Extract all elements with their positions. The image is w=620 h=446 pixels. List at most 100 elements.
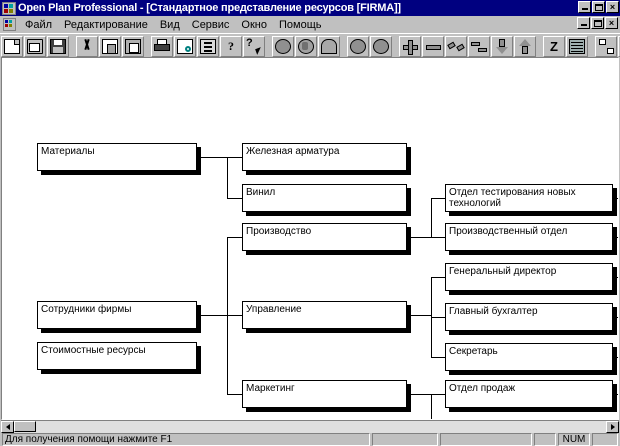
diagram-node-gl-buhgalter[interactable]: Главный бухгалтер	[445, 303, 613, 331]
connector	[201, 157, 227, 158]
diagram-node-label: Материалы	[41, 146, 95, 157]
title-bar: Open Plan Professional - [Стандартное пр…	[0, 0, 620, 16]
mdi-close-button[interactable]: ×	[605, 17, 618, 29]
diagram-node-sekretar[interactable]: Секретарь	[445, 343, 613, 371]
resource-dome-icon	[321, 38, 337, 54]
toolbar-button-help[interactable]: ?	[220, 35, 242, 57]
toolbar-button-add-plus[interactable]	[399, 35, 421, 57]
step-icon	[471, 39, 487, 54]
diagram-node-otdel-prod[interactable]: Отдел продаж	[445, 380, 613, 408]
connector	[617, 198, 618, 199]
connector	[431, 277, 445, 278]
window-title: Open Plan Professional - [Стандартное пр…	[18, 2, 401, 14]
connector	[617, 394, 618, 395]
toolbar-button-open-folder[interactable]	[24, 35, 46, 57]
menu-item-window[interactable]: Окно	[241, 18, 267, 31]
diagram-node-label: Производство	[246, 226, 312, 237]
diagram-node-otdel-test[interactable]: Отдел тестирования новых технологий	[445, 184, 613, 212]
status-bar: Для получения помощи нажмите F1 NUM	[0, 433, 620, 446]
diagram-node-zhel-arm[interactable]: Железная арматура	[242, 143, 407, 171]
toolbar-button-properties[interactable]	[197, 35, 219, 57]
restore-button[interactable]	[592, 1, 605, 13]
diagram-node-sotrudniki[interactable]: Сотрудники фирмы	[37, 301, 197, 329]
minimize-button[interactable]	[578, 1, 591, 13]
diagram-node-label: Производственный отдел	[449, 226, 568, 237]
toolbar-separator	[392, 36, 398, 56]
toolbar-button-zigzag[interactable]: Z	[543, 35, 565, 57]
diagram-node-proizv-otdel[interactable]: Производственный отдел	[445, 223, 613, 251]
toolbar-button-print-preview[interactable]	[174, 35, 196, 57]
toolbar-button-move-down[interactable]	[491, 35, 513, 57]
scroll-left-arrow-icon[interactable]	[1, 421, 14, 433]
diagram-node-label: Секретарь	[449, 346, 498, 357]
document-icon[interactable]	[3, 18, 16, 31]
connector	[431, 237, 445, 238]
mdi-restore-button[interactable]	[591, 17, 604, 29]
table-grid-icon	[569, 38, 585, 54]
connector	[411, 237, 431, 238]
toolbar-button-paste[interactable]	[122, 35, 144, 57]
diagram-node-marketing[interactable]: Маркетинг	[242, 380, 407, 408]
scrollbar-track[interactable]	[14, 421, 606, 433]
toolbar-separator	[265, 36, 271, 56]
diagram-node-label: Сотрудники фирмы	[41, 304, 132, 315]
diagram-node-vinil[interactable]: Винил	[242, 184, 407, 212]
toolbar-separator	[536, 36, 542, 56]
toolbar-button-remove-minus[interactable]	[422, 35, 444, 57]
scrollbar-thumb[interactable]	[14, 421, 36, 432]
toolbar-button-context-help[interactable]	[243, 35, 265, 57]
toolbar-button-resource-filled[interactable]	[347, 35, 369, 57]
app-icon	[2, 2, 16, 15]
toolbar-button-org-chart[interactable]	[595, 35, 617, 57]
toolbar-button-save-disk[interactable]	[47, 35, 69, 57]
toolbar-button-new-document[interactable]	[1, 35, 23, 57]
toolbar-button-table-grid[interactable]	[566, 35, 588, 57]
menu-item-edit[interactable]: Редактирование	[64, 18, 148, 31]
connector	[201, 315, 227, 316]
toolbar-button-print[interactable]	[151, 35, 173, 57]
menu-item-file[interactable]: Файл	[25, 18, 53, 31]
connector	[431, 198, 432, 237]
toolbar-button-move-up[interactable]	[514, 35, 536, 57]
diagram-node-upravlenie[interactable]: Управление	[242, 301, 407, 329]
scroll-right-arrow-icon[interactable]	[606, 421, 619, 433]
connector	[227, 394, 242, 395]
connector	[617, 277, 618, 278]
toolbar-button-resource-person[interactable]	[295, 35, 317, 57]
toolbar-button-resource-dome[interactable]	[318, 35, 340, 57]
move-up-icon	[517, 38, 533, 54]
toolbar-button-copy[interactable]	[99, 35, 121, 57]
toolbar-button-resource-filled2[interactable]	[370, 35, 392, 57]
toolbar-button-resource-circle[interactable]	[272, 35, 294, 57]
move-down-icon	[494, 38, 510, 54]
menu-item-help[interactable]: Помощь	[278, 18, 322, 31]
menu-item-view[interactable]: Вид	[159, 18, 180, 31]
diagram-node-gen-director[interactable]: Генеральный директор	[445, 263, 613, 291]
org-chart-icon	[598, 38, 614, 54]
status-pane-2	[440, 433, 532, 446]
diagram-node-label: Главный бухгалтер	[449, 306, 538, 317]
toolbar-button-link[interactable]	[445, 35, 467, 57]
toolbar-button-resize-window[interactable]	[618, 35, 620, 57]
mdi-minimize-button[interactable]	[577, 17, 590, 29]
diagram-node-label: Генеральный директор	[449, 266, 557, 277]
toolbar-button-cut-scissors[interactable]	[76, 35, 98, 57]
menu-item-tools[interactable]: Сервис	[191, 18, 230, 31]
diagram-node-materialy[interactable]: Материалы	[37, 143, 197, 171]
zigzag-icon: Z	[550, 38, 558, 54]
connector	[431, 394, 432, 419]
status-num-indicator: NUM	[558, 433, 590, 446]
connector	[227, 198, 242, 199]
status-pane-3	[534, 433, 556, 446]
toolbar-button-step[interactable]	[468, 35, 490, 57]
paste-icon	[125, 38, 141, 54]
toolbar-separator	[340, 36, 346, 56]
mdi-child-buttons: ×	[577, 17, 618, 29]
horizontal-scrollbar[interactable]	[1, 420, 619, 433]
diagram-node-stoim-res[interactable]: Стоимостные ресурсы	[37, 342, 197, 370]
print-icon	[154, 38, 170, 54]
close-button[interactable]: ×	[606, 1, 619, 13]
diagram-node-proizvodstvo[interactable]: Производство	[242, 223, 407, 251]
